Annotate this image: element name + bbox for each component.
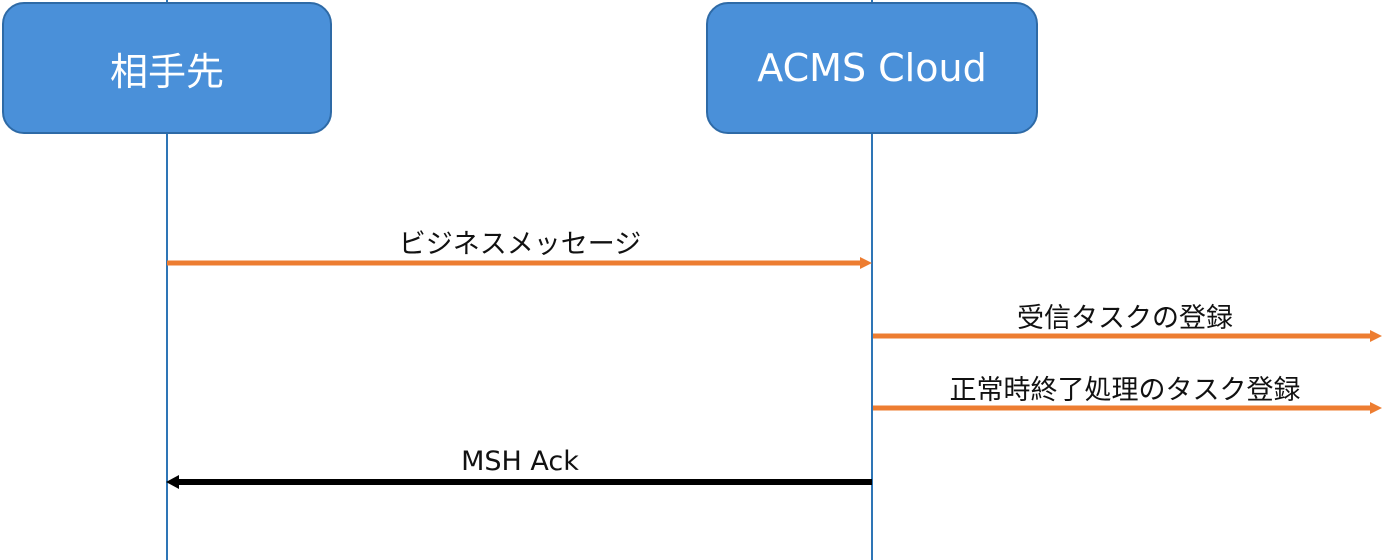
label-business-message: ビジネスメッセージ [398, 229, 642, 260]
participant-acms-cloud: ACMS Cloud [706, 2, 1038, 134]
arrowhead-msh-ack [166, 475, 179, 489]
lifeline-partner [166, 0, 168, 560]
participant-partner: 相手先 [2, 2, 332, 134]
arrowhead-receive-task [1370, 330, 1382, 342]
participant-acms-cloud-label: ACMS Cloud [757, 46, 987, 90]
arrowhead-business-message [860, 257, 872, 269]
lifeline-acms-cloud [871, 0, 873, 560]
arrowhead-normal-end-task [1370, 402, 1382, 414]
label-receive-task: 受信タスクの登録 [1017, 303, 1233, 334]
label-msh-ack: MSH Ack [461, 446, 579, 477]
label-normal-end-task: 正常時終了処理のタスク登録 [949, 375, 1301, 406]
participant-partner-label: 相手先 [109, 49, 224, 94]
